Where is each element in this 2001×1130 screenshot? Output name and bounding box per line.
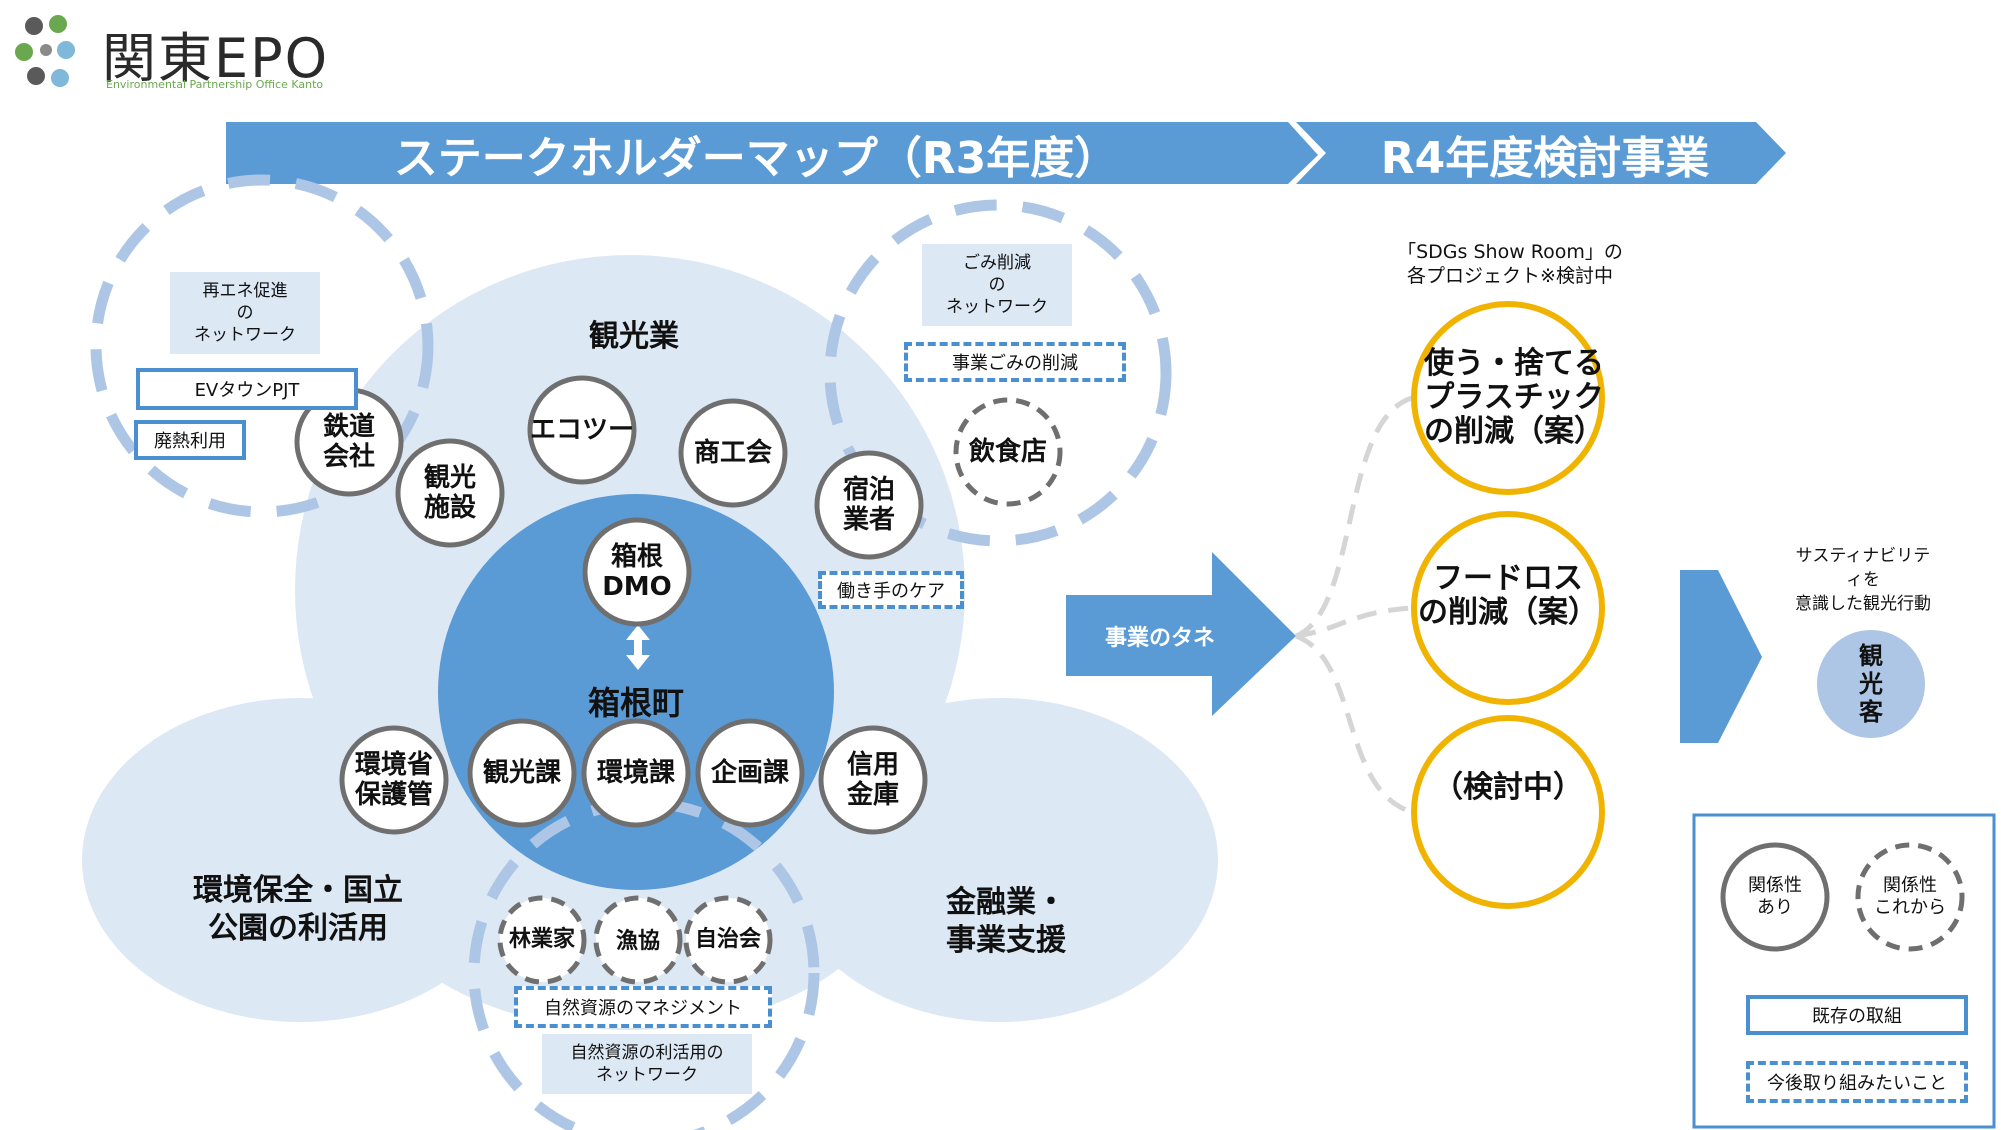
stakeholder-fishery-coop: 漁協 <box>615 929 661 954</box>
logo: 関東EPO Environmental Partnership Office K… <box>12 12 342 92</box>
project-plastic-reduction: 使う・捨てる プラスチック の削減（案） <box>1424 346 1604 449</box>
stakeholder-tourist-facility: 観光 施設 <box>423 463 477 523</box>
legend-future-initiative: 今後取り組みたいこと <box>1746 1061 1968 1103</box>
banner-r4-projects: R4年度検討事業 <box>1380 133 1710 184</box>
logo-subtitle: Environmental Partnership Office Kanto <box>106 78 324 91</box>
logo-name: 関東EPO <box>102 27 330 90</box>
initiative-waste-heat: 廃熱利用 <box>134 420 246 460</box>
network-rings <box>90 174 1172 1130</box>
network-waste-reduction: ごみ削減 の ネットワーク <box>922 244 1072 326</box>
project-circles <box>1411 301 1605 909</box>
stakeholder-planning-dept: 企画課 <box>710 758 790 788</box>
future-stakeholder-circles <box>497 397 1063 985</box>
stakeholder-credit-union: 信用 金庫 <box>846 750 900 810</box>
project-under-review: （検討中） <box>1433 770 1583 805</box>
outcome-caption: サスティナビリティを 意識した観光行動 <box>1795 546 1931 614</box>
initiative-resource-management: 自然資源のマネジメント <box>514 986 772 1028</box>
legend-solid-circle <box>1720 842 1830 952</box>
initiative-business-waste: 事業ごみの削減 <box>904 342 1126 382</box>
stakeholder-ministry-env: 環境省 保護管 <box>354 750 434 810</box>
initiative-worker-care: 働き手のケア <box>818 571 964 609</box>
stakeholder-tourism-dept: 観光課 <box>482 758 562 788</box>
projects-caption: 「SDGs Show Room」の 各プロジェクト※検討中 <box>1397 241 1623 287</box>
stakeholder-commerce: 商工会 <box>693 438 773 468</box>
network-renewable-energy: 再エネ促進 の ネットワーク <box>170 272 320 354</box>
banner-right-shape <box>1296 122 1786 184</box>
stakeholder-restaurant: 飲食店 <box>968 437 1048 467</box>
stakeholder-env-dept: 環境課 <box>596 758 676 788</box>
banner-left-shape <box>226 122 1318 184</box>
outcome-arrow-shape <box>1680 570 1762 743</box>
logo-mark-icon <box>15 15 75 87</box>
banner-stakeholder-map: ステークホルダーマップ（R3年度） <box>393 133 1119 184</box>
stakeholder-residents-assoc: 自治会 <box>694 927 762 952</box>
legend-future-relation: 関係性 これから <box>1874 875 1946 918</box>
stakeholder-circles <box>294 375 928 835</box>
category-environment: 環境保全・国立 公園の利活用 <box>193 873 403 946</box>
double-arrow-icon <box>626 625 650 670</box>
category-finance: 金融業・ 事業支援 <box>946 885 1066 958</box>
stakeholder-hakone-dmo: 箱根 DMO <box>602 542 672 602</box>
project-food-loss: フードロス の削減（案） <box>1418 561 1598 630</box>
stakeholder-ecotour: エコツー <box>529 415 635 445</box>
initiative-ev-town: EVタウンPJT <box>136 368 358 410</box>
hakone-town-title: 箱根町 <box>587 684 685 722</box>
network-natural-resources: 自然資源の利活用の ネットワーク <box>542 1034 752 1094</box>
stakeholder-forester: 林業家 <box>508 927 576 952</box>
stakeholder-lodging: 宿泊 業者 <box>842 475 896 535</box>
project-connectors <box>1294 395 1413 815</box>
stakeholder-railway: 鉄道 会社 <box>322 412 376 472</box>
seeds-arrow-label: 事業のタネ <box>1104 626 1216 651</box>
tourist-circle <box>1817 630 1925 738</box>
legend-existing-initiative: 既存の取組 <box>1746 995 1968 1035</box>
legend-dashed-circle <box>1855 842 1965 952</box>
legend-existing-relation: 関係性 あり <box>1748 875 1802 918</box>
tourist-label: 観 光 客 <box>1859 642 1883 726</box>
category-tourism: 観光業 <box>589 319 679 354</box>
seeds-arrow-shape <box>1066 552 1296 716</box>
